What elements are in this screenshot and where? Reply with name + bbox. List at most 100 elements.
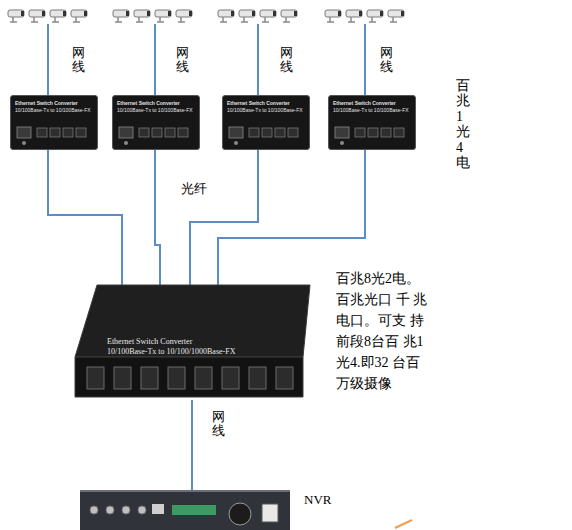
text-block: Ethernet Switch Converter10/100Base-Tx t…	[11, 96, 95, 114]
decorative-stroke	[395, 520, 412, 528]
switch-front	[75, 357, 303, 397]
camera-lens	[338, 11, 341, 16]
camera-icon	[113, 10, 129, 22]
camera-body	[50, 10, 66, 17]
text-block: NVR	[304, 492, 331, 508]
camera-body	[325, 10, 341, 17]
switch-top	[75, 285, 310, 357]
rj45-port	[139, 128, 149, 137]
fiber-port	[87, 367, 104, 389]
device-shape	[80, 492, 290, 530]
camera-lens	[294, 11, 297, 16]
camera-base	[241, 21, 248, 23]
camera-base	[283, 21, 290, 23]
fiber-port	[335, 127, 349, 138]
camera-lens	[63, 11, 66, 16]
cable-label: 网线	[280, 46, 293, 75]
camera-lens	[21, 11, 24, 16]
rj45-port	[178, 128, 188, 137]
camera-base	[115, 21, 122, 23]
fiber-connector	[48, 150, 122, 285]
camera-lens	[252, 11, 255, 16]
terminal-block	[172, 505, 216, 515]
fiber-port	[249, 367, 266, 389]
media-converter: Ethernet Switch Converter10/100Base-Tx t…	[112, 95, 200, 150]
rj45-port	[37, 128, 47, 137]
camera-lens	[126, 11, 129, 16]
rj45-port	[76, 128, 86, 137]
fiber-connector	[190, 150, 258, 285]
camera-icon	[388, 10, 404, 22]
camera-lens	[401, 11, 404, 16]
camera-body	[260, 10, 276, 17]
camera-base	[52, 21, 59, 23]
rj45-port	[165, 128, 175, 137]
camera-body	[71, 10, 87, 17]
camera-icon	[260, 10, 276, 22]
camera-lens	[359, 11, 362, 16]
rj45-port	[262, 128, 272, 137]
network-cable	[47, 24, 49, 95]
device-spec: 10/100Base-Tx to 10/100Base-FX	[117, 107, 193, 114]
camera-base	[157, 21, 164, 23]
camera-body	[239, 10, 255, 17]
rj45-port	[288, 128, 298, 137]
device-spec: 10/100Base-Tx to 10/100Base-FX	[227, 107, 303, 114]
rj45-port	[355, 128, 365, 137]
nvr-recorder: NVR	[80, 490, 290, 530]
cable-label: 网线	[176, 46, 189, 75]
fiber-switch: Ethernet Switch Converter10/100Base-Tx t…	[75, 285, 310, 400]
fiber-port	[276, 367, 293, 389]
camera-icon	[239, 10, 255, 22]
camera-lens	[168, 11, 171, 16]
rj45-port	[50, 128, 60, 137]
power-jack	[22, 141, 26, 145]
bnc-connector	[122, 506, 130, 514]
fiber-port	[168, 367, 185, 389]
camera-lens	[273, 11, 276, 16]
device-title: Ethernet Switch Converter	[333, 100, 409, 107]
bnc-connector	[106, 506, 114, 514]
text-block: Ethernet Switch Converter10/100Base-Tx t…	[329, 96, 413, 114]
power-jack	[340, 141, 344, 145]
camera-body	[367, 10, 383, 17]
fiber-port	[114, 367, 131, 389]
fiber-connector	[191, 400, 193, 490]
camera-base	[262, 21, 269, 23]
rj45-port	[368, 128, 378, 137]
fiber-port	[229, 127, 243, 138]
media-converter: Ethernet Switch Converter10/100Base-Tx t…	[328, 95, 416, 150]
bnc-connector	[90, 506, 98, 514]
camera-base	[73, 21, 80, 23]
camera-body	[388, 10, 404, 17]
camera-lens	[84, 11, 87, 16]
camera-body	[29, 10, 45, 17]
camera-body	[8, 10, 24, 17]
device-title: Ethernet Switch Converter	[117, 100, 193, 107]
camera-body	[281, 10, 297, 17]
camera-body	[113, 10, 129, 17]
device-title: Ethernet Switch Converter	[15, 100, 91, 107]
fiber-connector	[155, 150, 160, 285]
camera-icon	[281, 10, 297, 22]
rj45-port	[275, 128, 285, 137]
power-jack	[234, 141, 238, 145]
camera-icon	[155, 10, 171, 22]
camera-icon	[8, 10, 24, 22]
fiber-port	[141, 367, 158, 389]
network-cable	[364, 24, 366, 95]
rj45-port	[381, 128, 391, 137]
media-converter: Ethernet Switch Converter10/100Base-Tx t…	[10, 95, 98, 150]
fiber-port	[119, 127, 133, 138]
power-socket	[262, 504, 278, 522]
device-spec: 10/100Base-Tx to 10/100/1000Base-FX	[107, 347, 235, 357]
rj45-port	[63, 128, 73, 137]
camera-base	[136, 21, 143, 23]
camera-body	[218, 10, 234, 17]
camera-icon	[367, 10, 383, 22]
device-spec: 10/100Base-Tx to 10/100Base-FX	[15, 107, 91, 114]
media-converter: Ethernet Switch Converter10/100Base-Tx t…	[222, 95, 310, 150]
bnc-connector	[138, 506, 146, 514]
